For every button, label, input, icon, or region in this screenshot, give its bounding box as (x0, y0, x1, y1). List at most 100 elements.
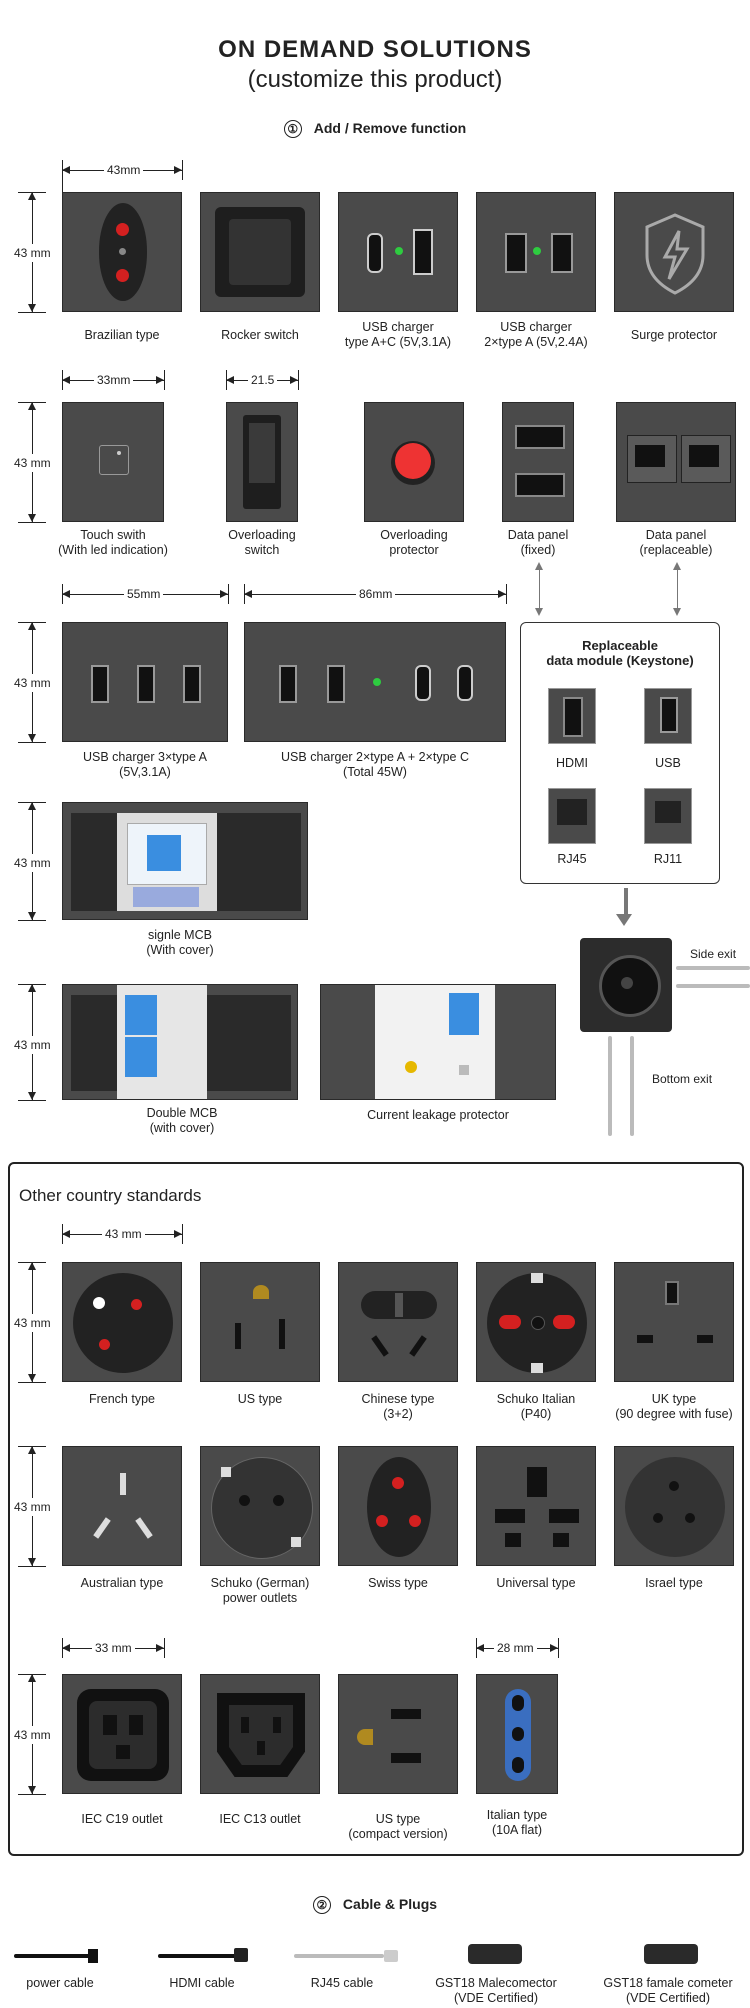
caption: Current leakage protector (367, 1108, 509, 1122)
caption: Double MCB(with cover) (146, 1106, 218, 1135)
caption: Australian type (80, 1576, 164, 1590)
bottom-exit-label: Bottom exit (652, 1072, 713, 1086)
keystone-usb-tile (644, 688, 692, 744)
dim-line (18, 522, 46, 523)
side-exit-label: Side exit (690, 947, 737, 961)
cable-label: power cable (26, 1976, 94, 1990)
gst18-male-connector-icon (468, 1944, 522, 1964)
section-1-label: Add / Remove function (313, 120, 467, 136)
dim-line (182, 160, 183, 180)
keystone-label: RJ11 (653, 852, 683, 866)
caption: US type(compact version) (348, 1812, 448, 1841)
arrow-down-icon (28, 1786, 36, 1794)
arrow-up-icon (28, 402, 36, 410)
dim-line (506, 584, 507, 604)
leakage-protector-tile (320, 984, 556, 1100)
caption: Rocker switch (221, 328, 299, 342)
caption: Data panel(replaceable) (639, 528, 713, 557)
keystone-panel (520, 622, 720, 884)
arrow-down-icon (28, 1558, 36, 1566)
dim-width-21: 21.5 (248, 373, 278, 387)
plug-icon (88, 1949, 98, 1963)
caption: Touch swith(With led indication) (58, 528, 168, 557)
caption: Universal type (496, 1576, 576, 1590)
cable-label: HDMI cable (169, 1976, 235, 1990)
surge-protector-tile (614, 192, 734, 312)
dim-height-43: 43 mm (14, 1036, 51, 1054)
section-2-label: Cable & Plugs (342, 1896, 438, 1912)
bottom-cable (608, 1036, 612, 1136)
rj45-cable-icon (294, 1954, 384, 1958)
arrow-down-icon (616, 914, 632, 926)
exit-module-tile (580, 938, 672, 1032)
caption: IEC C13 outlet (219, 1812, 301, 1826)
dim-height-43: 43 mm (14, 1498, 51, 1516)
dim-width-33: 33mm (94, 373, 134, 387)
dim-line (182, 1224, 183, 1244)
keystone-hdmi-tile (548, 688, 596, 744)
australian-socket-tile (62, 1446, 182, 1566)
page-title: ON DEMAND SOLUTIONS (218, 36, 532, 63)
dim-width-55: 55mm (124, 587, 164, 601)
arrow-right-icon (156, 1644, 164, 1652)
arrow-down-icon (28, 734, 36, 742)
arrow-right-icon (174, 1230, 182, 1238)
universal-socket-tile (476, 1446, 596, 1566)
dim-line (18, 920, 46, 921)
dim-line (18, 1566, 46, 1567)
caption: Surge protector (630, 328, 718, 342)
arrow-right-icon (498, 590, 506, 598)
arrow-up-icon (673, 562, 681, 570)
data-panel-replaceable-tile (616, 402, 736, 522)
dim-width-43: 43mm (104, 163, 144, 177)
overloading-switch-tile (226, 402, 298, 522)
dim-line (18, 1100, 46, 1101)
arrow-right-icon (220, 590, 228, 598)
arrow-down-icon (28, 1092, 36, 1100)
swiss-socket-tile (338, 1446, 458, 1566)
bottom-cable (630, 1036, 634, 1136)
page-subtitle: (customize this product) (247, 66, 503, 93)
cable-label: GST18 famale cometer(VDE Certified) (603, 1976, 733, 2005)
caption: Italian type(10A flat) (486, 1808, 548, 1837)
caption: Chinese type(3+2) (361, 1392, 435, 1421)
dim-line (558, 1638, 559, 1658)
dim-height-43: 43 mm (14, 854, 51, 872)
keystone-label: HDMI (556, 756, 588, 770)
arrow-down-icon (28, 1374, 36, 1382)
keystone-rj11-tile (644, 788, 692, 844)
gst18-female-connector-icon (644, 1944, 698, 1964)
arrow-up-icon (535, 562, 543, 570)
arrow-up-icon (28, 1446, 36, 1454)
caption: Data panel(fixed) (507, 528, 569, 557)
arrow-down-icon (28, 304, 36, 312)
dim-width-33: 33 mm (92, 1641, 135, 1655)
plug-icon (234, 1948, 248, 1962)
keystone-label: USB (655, 756, 681, 770)
usb-charger-2a-tile (476, 192, 596, 312)
caption: Israel type (645, 1576, 703, 1590)
dim-line (164, 370, 165, 390)
dim-width-86: 86mm (356, 587, 396, 601)
arrow-down-icon (28, 514, 36, 522)
israel-socket-tile (614, 1446, 734, 1566)
arrow-up-icon (28, 1262, 36, 1270)
dim-width-43: 43 mm (102, 1227, 145, 1241)
dim-line (164, 1638, 165, 1658)
connector-arrow (539, 564, 540, 614)
arrow-up-icon (28, 622, 36, 630)
dim-width-28: 28 mm (494, 1641, 537, 1655)
french-socket-tile (62, 1262, 182, 1382)
data-panel-fixed-tile (502, 402, 574, 522)
caption: USB charger 2×type A + 2×type C(Total 45… (281, 750, 469, 779)
caption: French type (88, 1392, 155, 1406)
power-cable-icon (14, 1954, 90, 1958)
chinese-socket-tile (338, 1262, 458, 1382)
arrow-up-icon (28, 984, 36, 992)
usb-charger-ac-tile (338, 192, 458, 312)
plug-icon (384, 1950, 398, 1962)
